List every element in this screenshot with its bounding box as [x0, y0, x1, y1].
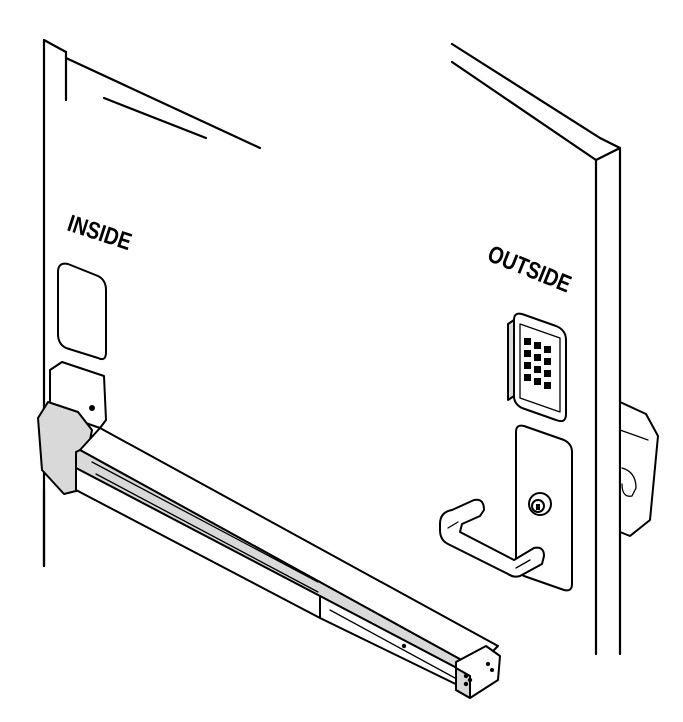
lever-handle[interactable]	[439, 498, 545, 578]
push-bar[interactable]	[75, 427, 499, 693]
keypad-side	[507, 319, 515, 401]
edge-latch-slot	[621, 467, 637, 497]
edge-latch-line	[619, 429, 649, 441]
outside-label: OUTSIDE	[484, 240, 575, 298]
inside-door-left-edge	[42, 38, 68, 568]
key-r4c2[interactable]	[534, 378, 541, 385]
push-pad-groove-2	[95, 473, 319, 593]
inside-door	[42, 38, 262, 568]
inside-door-top-edge	[64, 56, 262, 150]
end-cap-dot-3	[463, 673, 469, 679]
outside-door-top-front	[450, 60, 598, 162]
key-r1c3[interactable]	[544, 346, 551, 353]
edge-latch-body	[619, 401, 659, 537]
rail-screw	[401, 643, 407, 649]
keypad-key-grid[interactable]	[524, 338, 551, 389]
outside-door-top-back	[450, 42, 602, 140]
outside-door-edge	[594, 146, 622, 656]
keyway	[536, 504, 540, 510]
key-r3c1[interactable]	[524, 362, 531, 369]
outside-edge-latch	[619, 401, 659, 537]
push-bar-end-cap	[455, 645, 501, 699]
end-cap-dot-4	[486, 662, 490, 666]
key-r1c1[interactable]	[524, 338, 531, 345]
lever-detail-1	[447, 521, 459, 529]
key-r2c2[interactable]	[534, 354, 541, 361]
inside-latch-housing	[37, 361, 107, 495]
rail-line	[329, 609, 467, 685]
key-r1c2[interactable]	[534, 342, 541, 349]
key-r4c1[interactable]	[524, 374, 531, 381]
outside-door-corner	[598, 136, 622, 150]
latch-screw	[89, 405, 95, 411]
key-r2c3[interactable]	[544, 358, 551, 365]
inside-label-group: INSIDE	[64, 209, 135, 255]
key-r3c2[interactable]	[534, 366, 541, 373]
push-bar-front-upper	[75, 449, 477, 677]
key-r2c1[interactable]	[524, 350, 531, 357]
key-r3c3[interactable]	[544, 370, 551, 377]
push-pad-groove-1	[91, 461, 319, 583]
inside-label: INSIDE	[64, 209, 135, 255]
key-r4c3[interactable]	[544, 382, 551, 389]
outside-label-group: OUTSIDE	[484, 240, 575, 298]
end-cap-dot-5	[490, 668, 494, 672]
end-cap-dot-1	[463, 681, 469, 687]
end-cap-dot-2	[467, 677, 473, 683]
keypad-bezel	[519, 323, 561, 413]
inside-upper-plate	[57, 262, 107, 361]
lock-cylinder[interactable]	[528, 492, 552, 516]
inside-door-top-detail	[102, 96, 208, 140]
lever-detail-2	[515, 559, 531, 569]
push-bar-top	[79, 427, 499, 669]
